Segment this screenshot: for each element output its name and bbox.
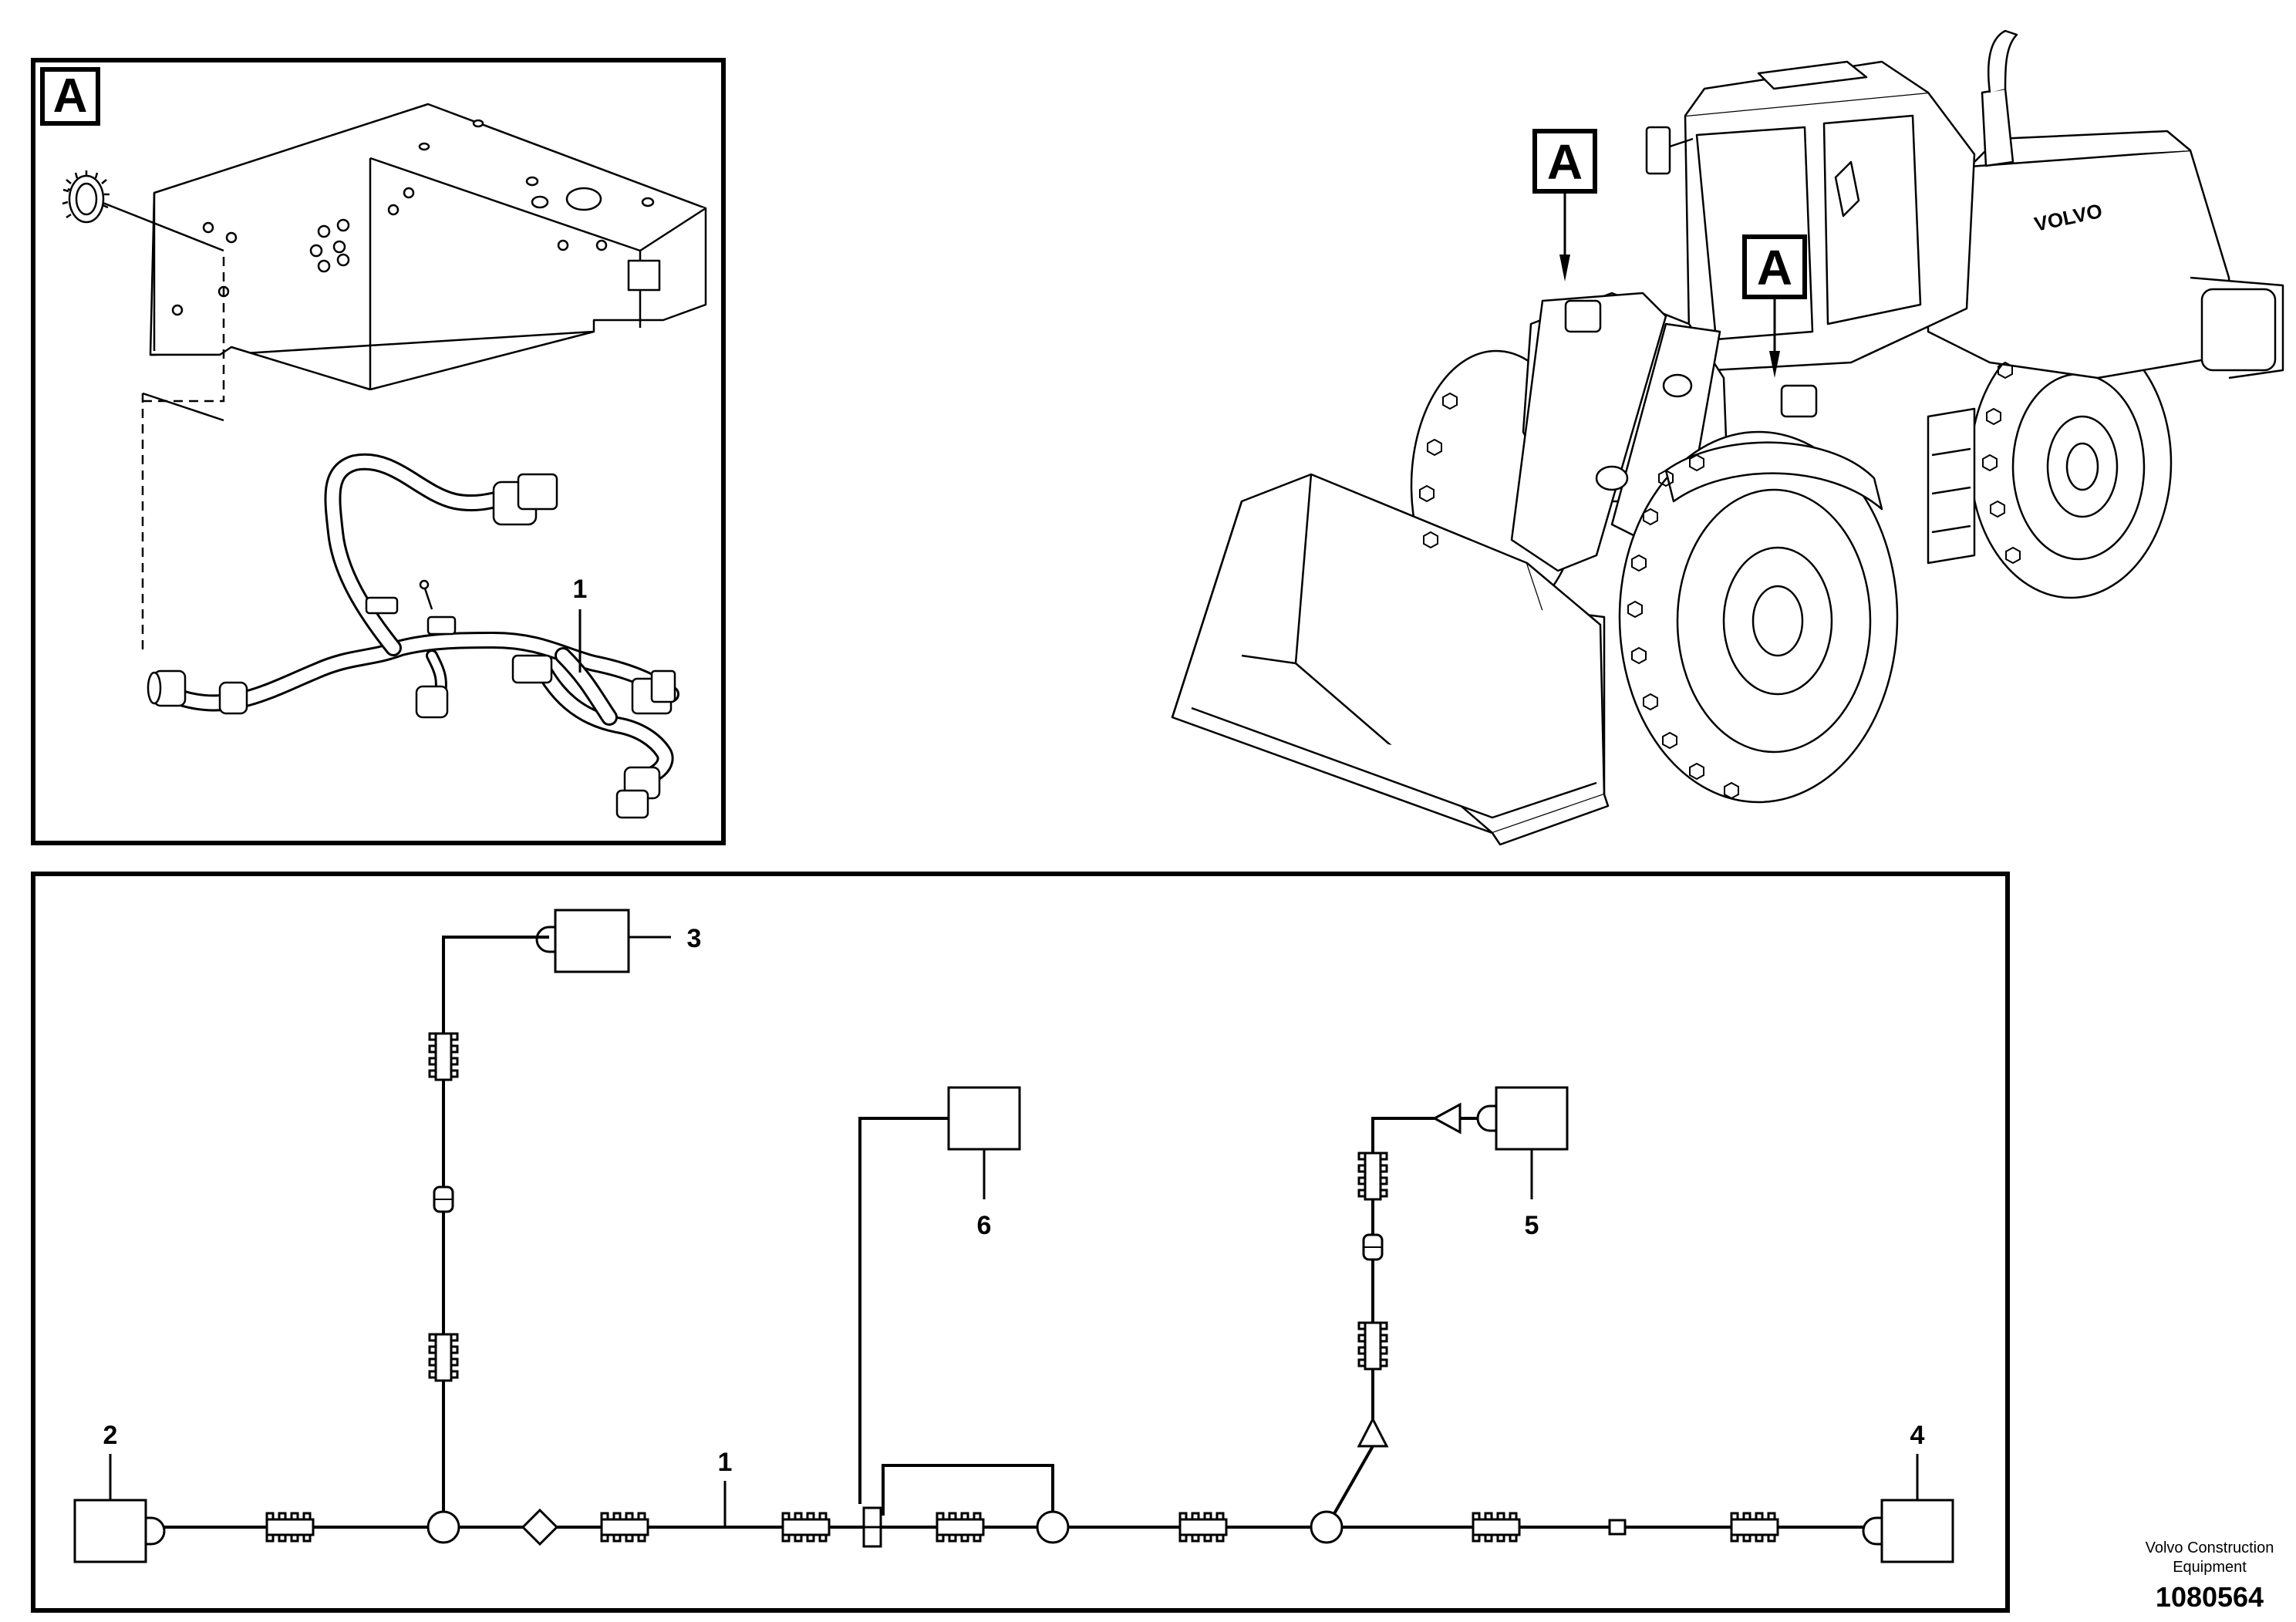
view-a-callout-right: A <box>1757 240 1792 295</box>
grommet <box>62 170 224 252</box>
callout-unit-4: 4 <box>1910 1421 1925 1450</box>
company-name: Volvo Construction Equipment <box>2082 1539 2296 1577</box>
callout-unit-3: 3 <box>687 924 702 953</box>
branch-wire-unit-6 <box>858 1117 949 1504</box>
harness-connectors <box>147 473 676 819</box>
branch-wire-unit-3 <box>442 936 532 1527</box>
unit-2-box <box>73 1499 147 1563</box>
plug-connector <box>1362 1233 1384 1261</box>
wiring-schematic: 3 6 5 2 4 1 <box>31 872 2010 1613</box>
callout-unit-6: 6 <box>977 1211 992 1240</box>
inline-connector <box>428 1032 459 1081</box>
inline-connector <box>936 1512 985 1543</box>
callout-unit-2: 2 <box>103 1421 118 1450</box>
callout-harness-detail: 1 <box>573 575 588 604</box>
diamond-node <box>521 1508 559 1546</box>
callout-unit-5: 5 <box>1525 1211 1539 1240</box>
inline-connector <box>1357 1321 1388 1371</box>
cable-harness <box>181 462 671 779</box>
inline-connector <box>1178 1512 1228 1543</box>
detail-view-a: A <box>31 58 726 845</box>
triangle-node <box>1357 1416 1389 1448</box>
junction-node <box>426 1510 460 1544</box>
company-name-line2: Equipment <box>2173 1559 2247 1576</box>
inline-connector <box>428 1333 459 1382</box>
unit-6-box <box>947 1086 1021 1151</box>
loop-wire <box>882 1464 1054 1516</box>
junction-node <box>1036 1510 1070 1544</box>
callout-harness-schematic: 1 <box>718 1448 733 1477</box>
splice-node <box>1608 1519 1627 1536</box>
branch-wire-unit-5 <box>1325 1117 1435 1528</box>
plug-connector <box>433 1185 454 1213</box>
view-a-callout-left: A <box>1547 134 1583 190</box>
company-name-line1: Volvo Construction <box>2145 1539 2274 1556</box>
inline-connector <box>781 1512 831 1543</box>
unit-5-box <box>1495 1086 1569 1151</box>
machine-view-callouts: A A <box>1532 129 1807 378</box>
junction-node <box>1310 1510 1344 1544</box>
inline-connector <box>1730 1512 1779 1543</box>
wheel-loader-illustration: VOLVO <box>1171 29 2284 846</box>
inline-connector <box>1472 1512 1521 1543</box>
unit-4-box <box>1880 1499 1954 1563</box>
inline-connector <box>265 1512 315 1543</box>
detail-view-label: A <box>53 69 88 123</box>
inline-connector <box>1357 1152 1388 1201</box>
drawing-number: 1080564 <box>2155 1581 2264 1613</box>
inline-connector <box>600 1512 649 1543</box>
unit-3-box <box>554 909 630 973</box>
mounting-bracket <box>149 103 707 391</box>
